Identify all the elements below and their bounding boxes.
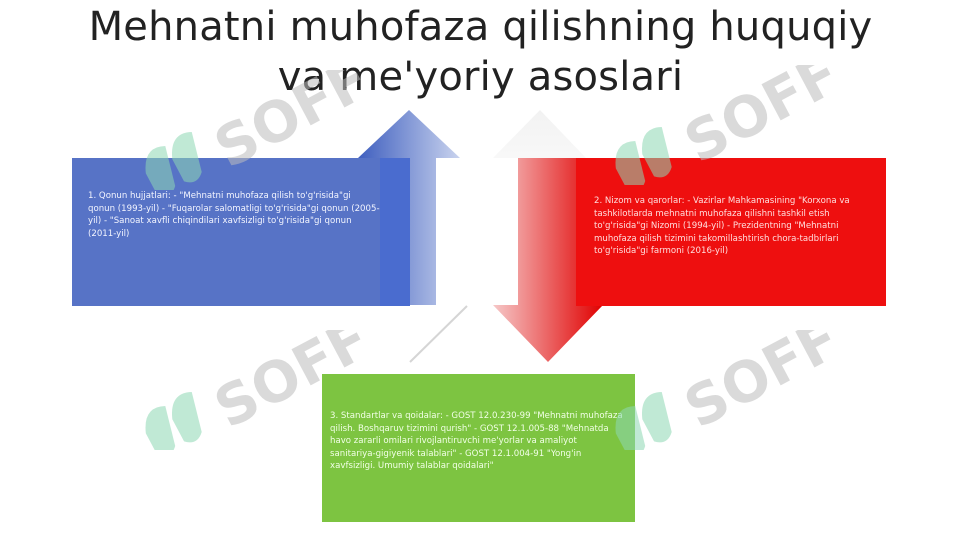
red-down-arrow-shape <box>493 158 603 362</box>
connector-line <box>409 305 468 363</box>
title-line-2: va me'yoriy asoslari <box>277 54 684 100</box>
blue-panel <box>72 158 410 306</box>
green-panel <box>322 374 635 522</box>
title-line-1: Mehnatni muhofaza qilishning huquqiy <box>88 4 873 50</box>
blue-box-text: 1. Qonun hujjatlari: - "Mehnatni muhofaz… <box>88 191 380 239</box>
green-box-text: 3. Standartlar va qoidalar: - GOST 12.0.… <box>330 411 623 472</box>
slide-title: Mehnatni muhofaza qilishning huquqiy va … <box>20 2 941 102</box>
red-box-text: 2. Nizom va qarorlar: - Vazirlar Mahkama… <box>594 196 850 257</box>
